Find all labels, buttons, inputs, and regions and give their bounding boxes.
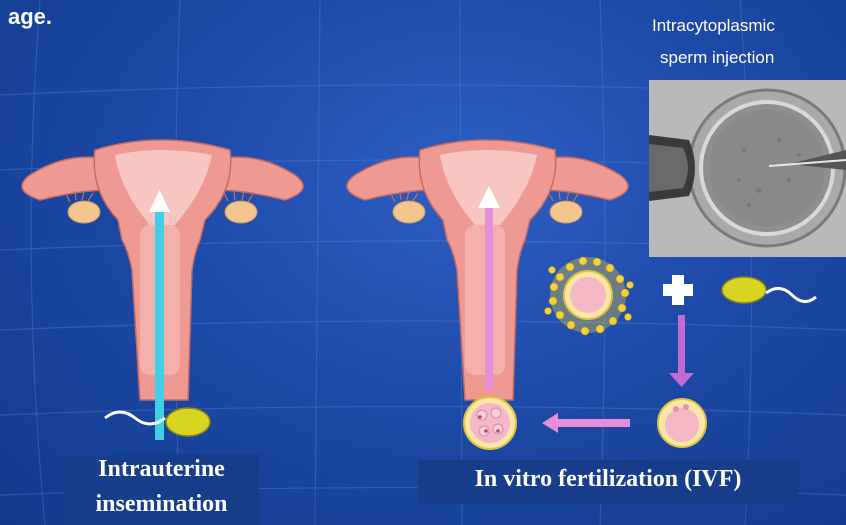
iui-label-line1: Intrauterine	[64, 456, 259, 483]
microscope-photo-icon	[649, 80, 846, 257]
icsi-microscope-photo	[649, 80, 846, 257]
iui-label-box: Intrauterine insemination	[64, 454, 259, 525]
iui-label-line2: insemination	[64, 491, 259, 518]
ivf-label-box: In vitro fertilization (IVF)	[418, 460, 798, 504]
fertilization-down-arrow-icon	[669, 315, 694, 387]
icsi-label-line1: Intracytoplasmic	[652, 16, 775, 36]
sperm-icon	[100, 398, 220, 448]
icsi-label-line2: sperm injection	[660, 48, 774, 68]
ivf-process-graphic	[450, 255, 846, 455]
embryo-icon	[464, 397, 516, 449]
zygote-icon	[658, 399, 706, 447]
sperm-icon	[722, 277, 816, 303]
ivf-label: In vitro fertilization (IVF)	[418, 466, 798, 493]
egg-with-corona-icon	[545, 257, 634, 335]
culture-left-arrow-icon	[542, 413, 630, 433]
plus-icon	[663, 275, 693, 305]
top-partial-text: age.	[8, 4, 52, 30]
